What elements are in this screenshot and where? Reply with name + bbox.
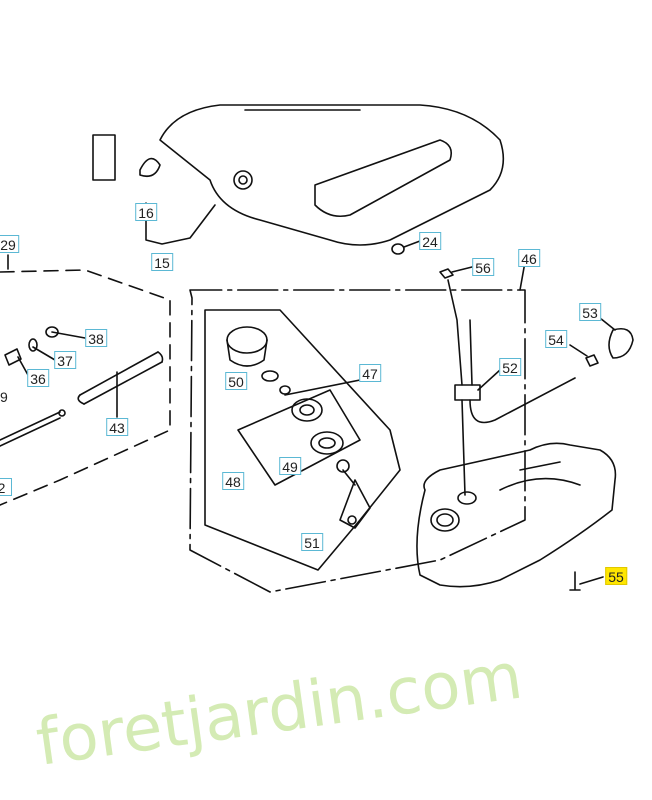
callout-37[interactable]: 37 xyxy=(54,351,76,369)
callout-49[interactable]: 49 xyxy=(279,457,301,475)
callout-36[interactable]: 36 xyxy=(27,369,49,387)
callout-43[interactable]: 43 xyxy=(106,418,128,436)
callout-48[interactable]: 48 xyxy=(222,472,244,490)
callout-50[interactable]: 50 xyxy=(225,372,247,390)
callout-56[interactable]: 56 xyxy=(472,258,494,276)
callout-15[interactable]: 15 xyxy=(151,253,173,271)
callout-2[interactable]: 2 xyxy=(0,478,12,496)
callout-46[interactable]: 46 xyxy=(518,249,540,267)
callout-54[interactable]: 54 xyxy=(545,330,567,348)
callout-39[interactable]: 39 xyxy=(0,388,10,406)
callout-24[interactable]: 24 xyxy=(419,232,441,250)
callout-53[interactable]: 53 xyxy=(579,303,601,321)
callout-29[interactable]: 29 xyxy=(0,235,19,253)
callout-38[interactable]: 38 xyxy=(85,329,107,347)
callout-55-highlighted[interactable]: 55 xyxy=(605,567,627,585)
callout-47[interactable]: 47 xyxy=(359,364,381,382)
callout-51[interactable]: 51 xyxy=(301,533,323,551)
callout-16[interactable]: 16 xyxy=(135,203,157,221)
callout-52[interactable]: 52 xyxy=(499,358,521,376)
watermark: foretjardin.com xyxy=(32,639,527,780)
